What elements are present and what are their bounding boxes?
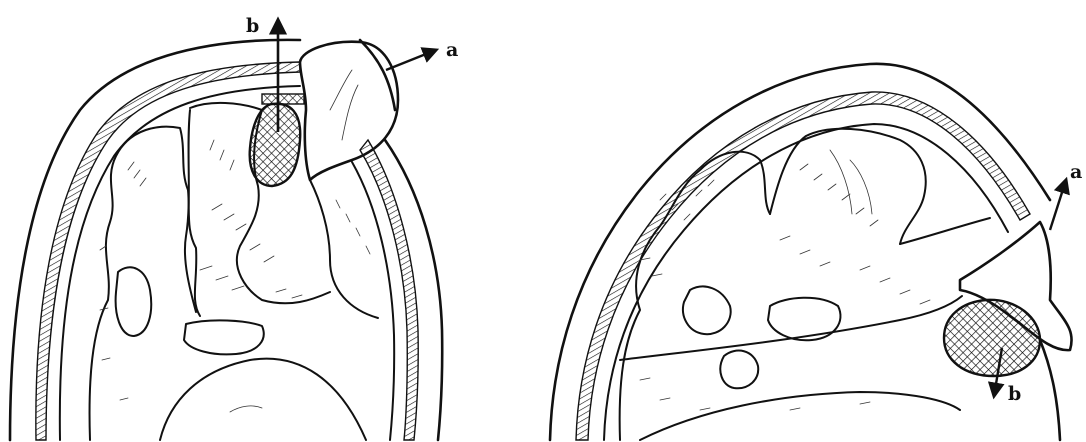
right-arrow-a [1050, 180, 1066, 230]
left-ventricle-low [184, 320, 264, 354]
left-panel: b a [10, 15, 458, 440]
right-label-a: a [1070, 161, 1082, 183]
left-skull-outer-right [360, 40, 395, 110]
left-arrow-a [386, 50, 436, 70]
right-ventricle-1 [683, 287, 731, 335]
right-panel: a b [550, 64, 1082, 440]
right-base [640, 392, 960, 440]
left-brain-fold-1 [90, 127, 200, 440]
right-label-b: b [1008, 383, 1021, 405]
left-herniation-b [250, 104, 301, 186]
right-brain-fold-1 [620, 152, 770, 440]
left-defect-hatch [262, 94, 304, 104]
left-label-a: a [446, 39, 458, 61]
left-label-b: b [246, 15, 259, 37]
right-skull-outer-low [1040, 340, 1060, 440]
right-dura [604, 124, 1008, 440]
right-herniation-b [944, 300, 1040, 376]
right-skull-bone [576, 92, 1030, 440]
left-ventricle-left [116, 267, 152, 336]
right-midline [620, 296, 962, 360]
left-midline [185, 110, 196, 312]
right-ventricle-3 [720, 351, 758, 389]
right-ventricle-2 [768, 298, 840, 341]
right-brain-fold-2 [770, 129, 926, 244]
left-brainstem [160, 359, 366, 440]
right-brain-fold-3 [900, 218, 990, 244]
left-herniation-a [300, 42, 398, 180]
